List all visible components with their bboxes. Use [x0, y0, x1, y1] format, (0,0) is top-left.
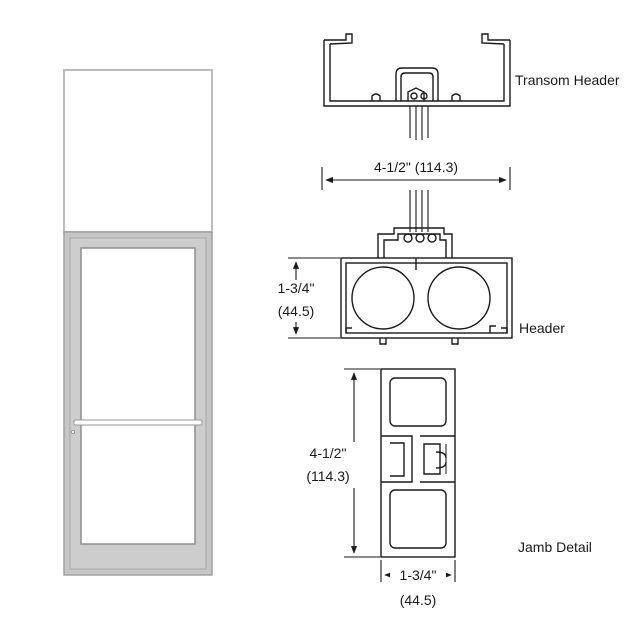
label-transom-header: Transom Header [515, 72, 620, 88]
glass-lite [80, 247, 196, 545]
dim-header-width: 4-1/2" (114.3) [374, 159, 458, 175]
door-elevation [63, 69, 213, 576]
transom-header-section [323, 33, 511, 140]
dim-jamb-depth-mm: (114.3) [306, 468, 349, 484]
push-bar [73, 419, 203, 426]
label-jamb-detail: Jamb Detail [518, 539, 592, 555]
transom-panel [63, 69, 213, 233]
dim-header-height-mm: (44.5) [278, 303, 315, 319]
lock-cylinder [71, 429, 76, 434]
jamb-section [380, 368, 456, 558]
dim-jamb-width-mm: (44.5) [400, 592, 437, 608]
header-width-dimension [321, 167, 511, 190]
dim-jamb-width-in: 1-3/4" [400, 567, 437, 583]
dim-jamb-depth-in: 4-1/2" [310, 445, 347, 461]
header-section [340, 190, 513, 345]
dim-header-height-in: 1-3/4" [278, 280, 315, 296]
label-header: Header [519, 320, 565, 336]
